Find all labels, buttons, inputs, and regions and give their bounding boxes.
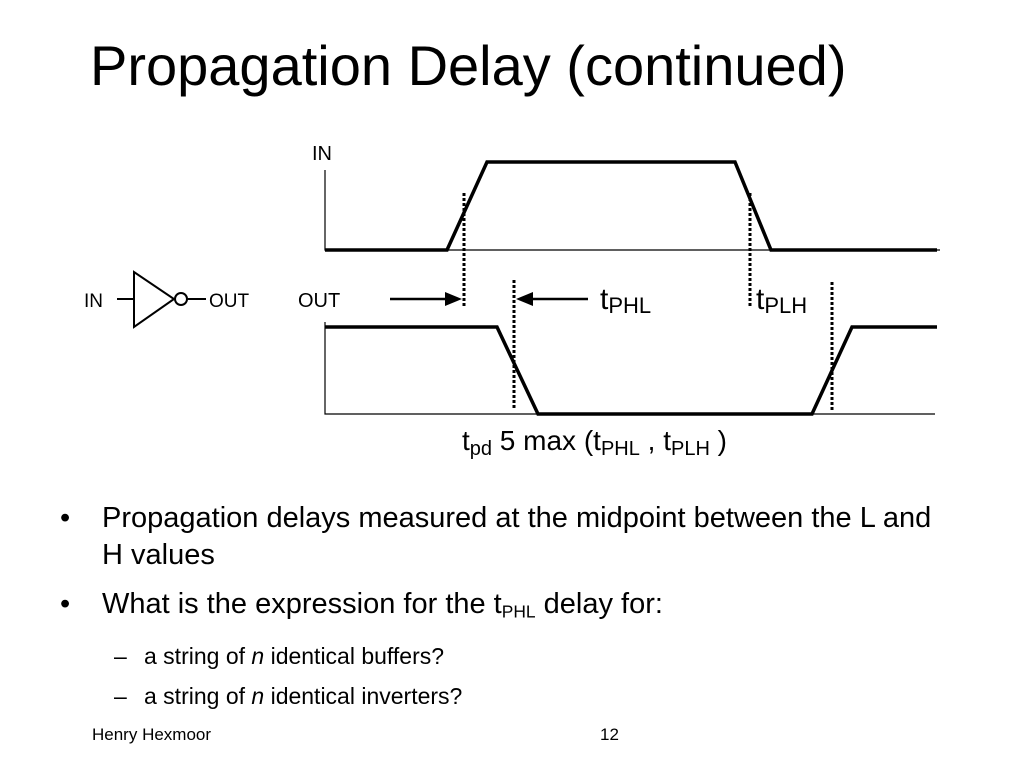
in-waveform [325, 160, 937, 252]
timing-diagram: IN OUT tPHL tPLH IN OUT tpd 5 max (tPHL … [84, 143, 940, 460]
bullet-list: Propagation delays measured at the midpo… [60, 500, 960, 722]
gate-input-label: IN [84, 291, 103, 312]
tplh-label: tPLH [756, 283, 807, 318]
out-waveform [325, 325, 937, 416]
sub-bullet-buffers: a string of n identical buffers? [102, 642, 960, 670]
tphl-left-arrowhead [445, 292, 462, 306]
bullet-expression-question: What is the expression for the tPHL dela… [60, 586, 960, 710]
slide-title: Propagation Delay (continued) [90, 34, 847, 97]
in-waveform-axis [324, 170, 940, 251]
page-number: 12 [600, 725, 619, 744]
footer-author: Henry Hexmoor [92, 725, 212, 744]
inverter-gate-icon: IN OUT [84, 270, 250, 329]
bullet-midpoint: Propagation delays measured at the midpo… [60, 500, 960, 574]
gate-output-label: OUT [209, 291, 250, 312]
tphl-label: tPHL [600, 283, 651, 318]
in-waveform-label: IN [312, 143, 332, 165]
sub-bullet-list: a string of n identical buffers? a strin… [102, 642, 960, 710]
tpd-formula: tpd 5 max (tPHL , tPLH ) [462, 425, 727, 460]
tphl-right-arrowhead [516, 292, 533, 306]
out-waveform-label: OUT [298, 290, 340, 312]
sub-bullet-inverters: a string of n identical inverters? [102, 682, 960, 710]
out-waveform-axis [324, 322, 935, 415]
